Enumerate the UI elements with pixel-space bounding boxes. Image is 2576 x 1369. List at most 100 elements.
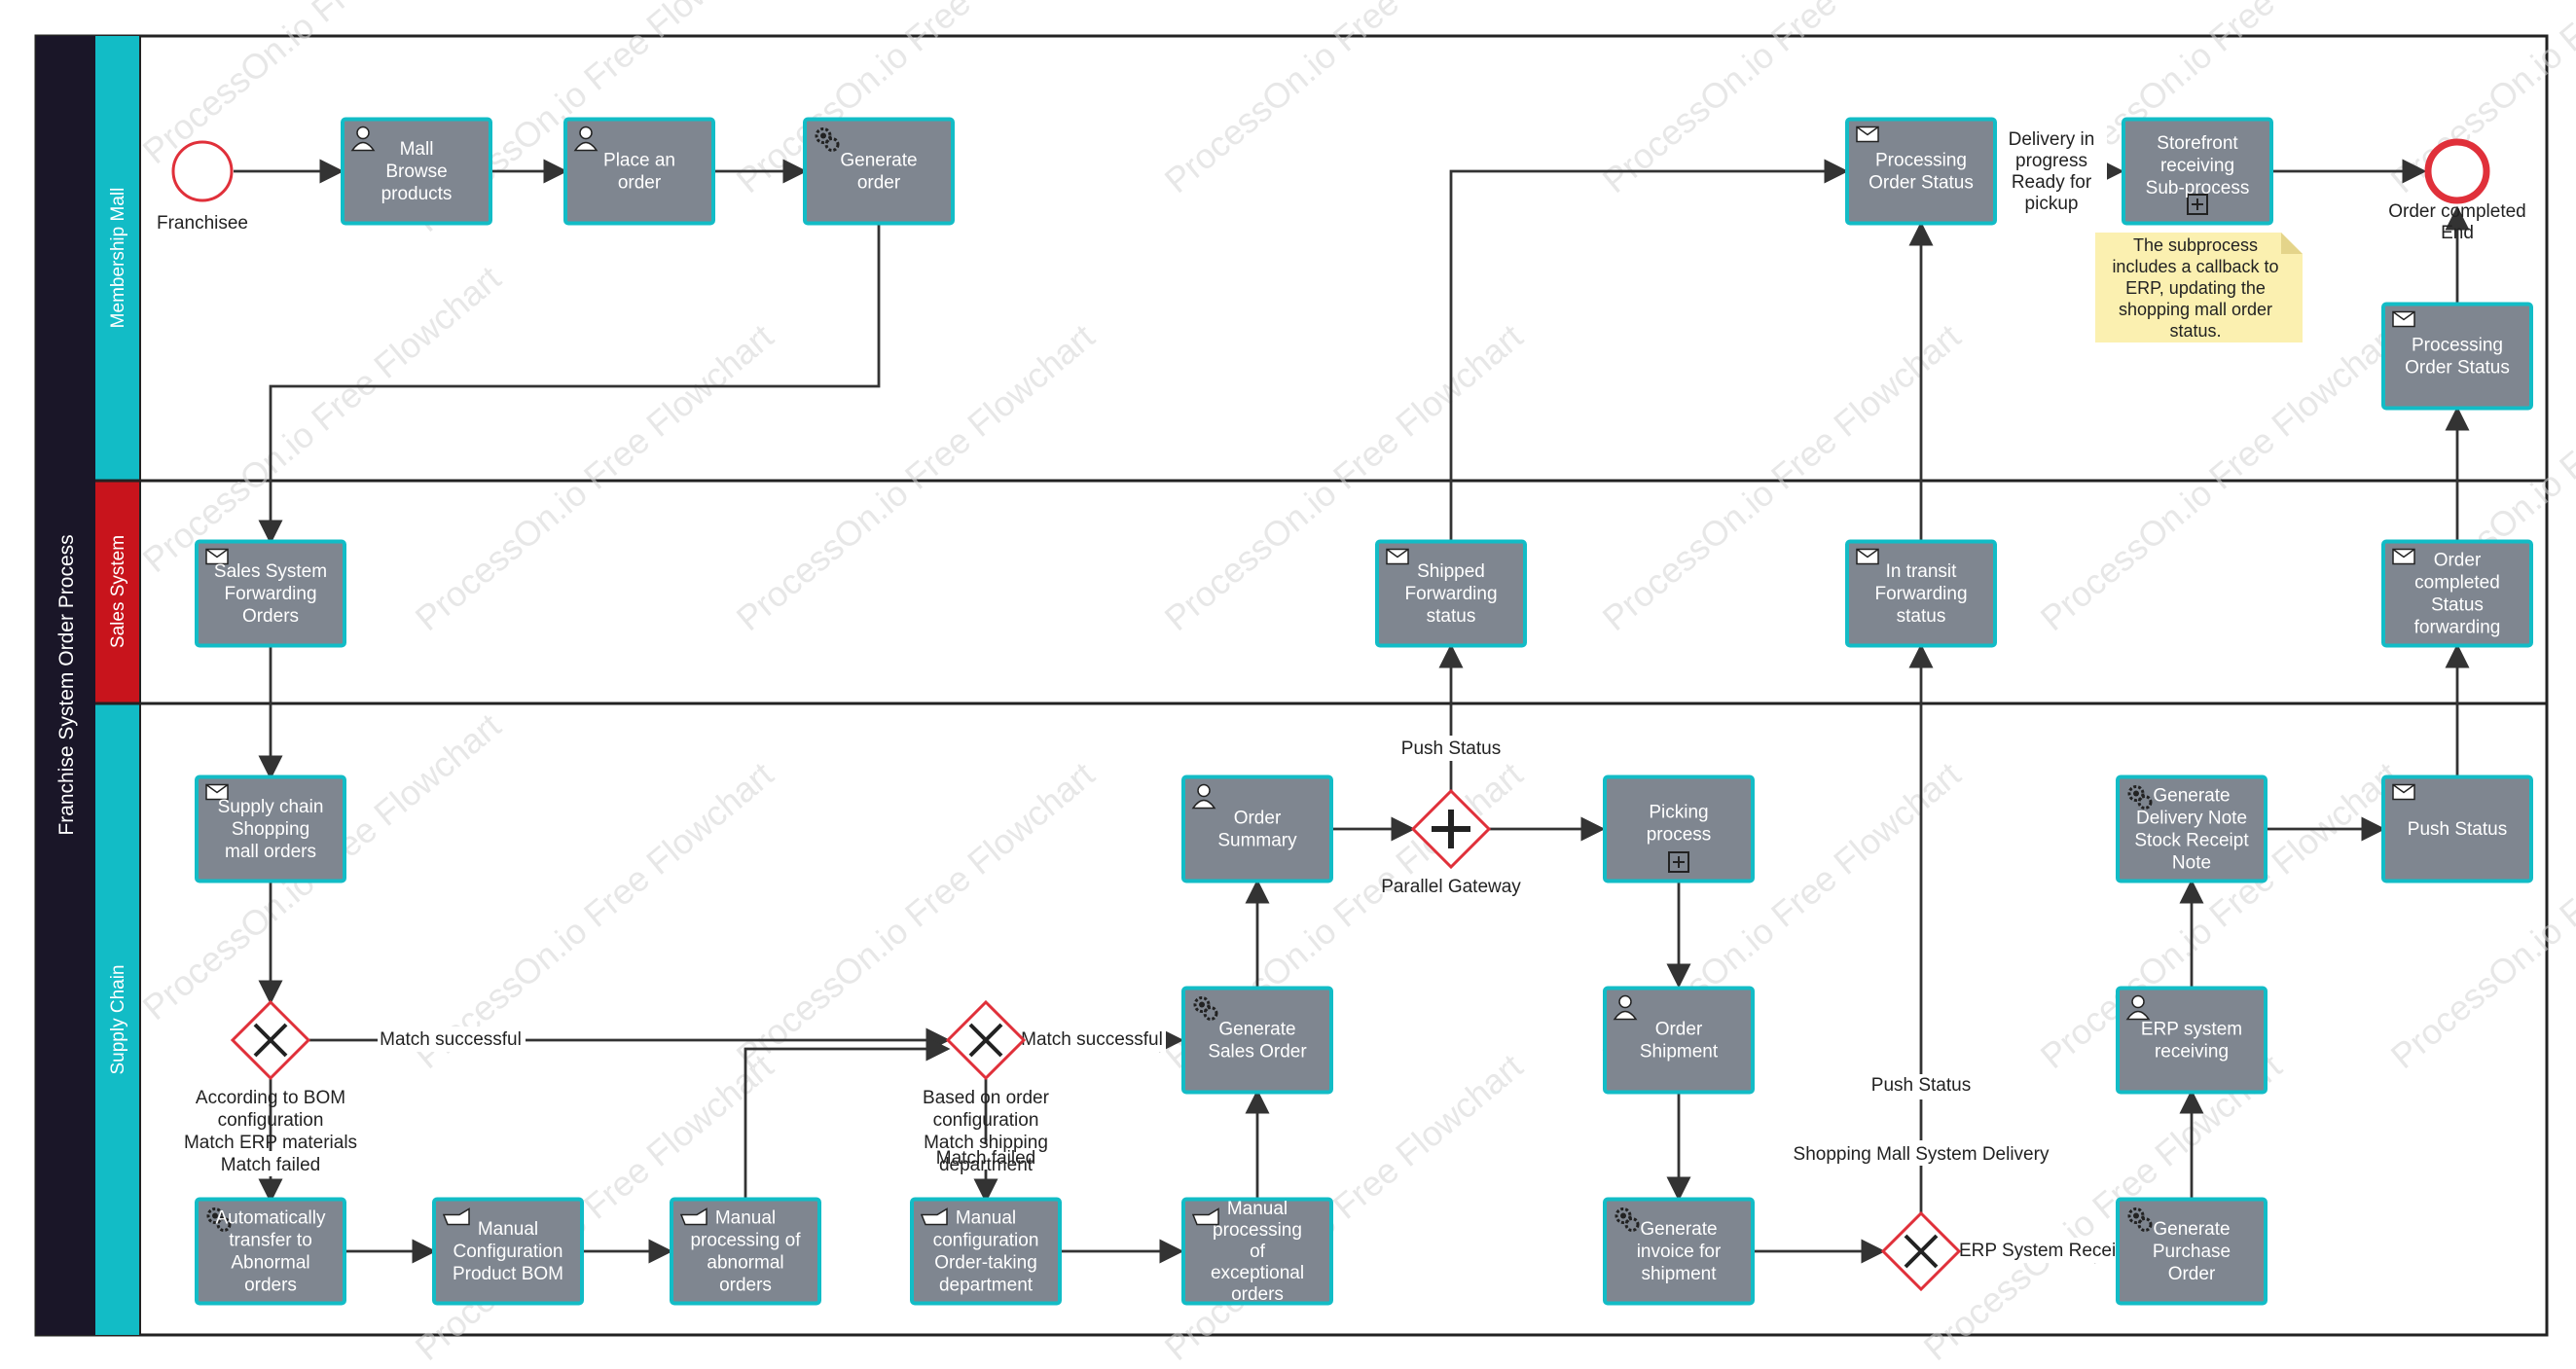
task-pushstatus[interactable]: Push Status	[2381, 775, 2533, 883]
task-label-line: Push Status	[2408, 819, 2507, 840]
label-bg	[1865, 1074, 1979, 1099]
start-event[interactable]	[171, 140, 234, 202]
task-label-line: abnormal	[707, 1253, 783, 1274]
task-box[interactable]	[1181, 775, 1333, 883]
task-box[interactable]	[2122, 117, 2273, 226]
task-label-line: Order	[1655, 1020, 1703, 1040]
task-box[interactable]	[1845, 117, 1997, 226]
task-label-line: Configuration	[453, 1242, 562, 1262]
user-icon	[350, 126, 376, 152]
task-box[interactable]	[2381, 775, 2533, 883]
task-box[interactable]	[341, 117, 492, 226]
task-label-line: orders	[719, 1276, 772, 1296]
task-label-line: orders	[244, 1276, 297, 1296]
task-label-line: ERP system	[2141, 1020, 2242, 1040]
x-icon	[253, 1023, 288, 1058]
delivery-label-line: Delivery in	[2009, 129, 2095, 150]
task-box[interactable]	[195, 1197, 346, 1306]
hand-icon	[1191, 1207, 1219, 1226]
flow-shipped-proc1	[1449, 159, 1849, 542]
task-box[interactable]	[1181, 1197, 1333, 1306]
task-label-line: Manual	[478, 1219, 538, 1240]
task-box[interactable]	[563, 117, 715, 226]
note-shape	[2095, 233, 2303, 342]
task-label-line: Abnormal	[231, 1253, 309, 1274]
task-box[interactable]	[1603, 775, 1755, 883]
task-box[interactable]	[670, 1197, 821, 1306]
task-box[interactable]	[195, 775, 346, 883]
gateway-gw_erp[interactable]	[1880, 1210, 1962, 1292]
task-box[interactable]	[1603, 986, 1755, 1095]
task-label-line: Order	[2168, 1264, 2216, 1284]
label-bg	[1958, 1238, 2116, 1263]
task-box[interactable]	[910, 1197, 1062, 1306]
mall-delivery-label: Shopping Mall System Delivery	[1794, 1144, 2050, 1165]
task-label-line: Order	[1234, 809, 1282, 829]
task-box[interactable]	[2116, 775, 2268, 883]
task-label-line: Generate	[840, 151, 917, 171]
pool-title-bar	[36, 36, 95, 1335]
match-failed-label: Match failed	[936, 1148, 1035, 1169]
task-label-line: Order Status	[1869, 173, 1974, 194]
label-bg	[1787, 1140, 2055, 1166]
match-failed-label: Match failed	[221, 1155, 320, 1175]
task-box[interactable]	[2116, 1197, 2268, 1306]
task-box[interactable]	[1181, 986, 1333, 1095]
gateway-gw_par[interactable]: Parallel Gateway	[1381, 788, 1521, 897]
task-label-line: Shipped	[1417, 561, 1485, 582]
task-box[interactable]	[1375, 539, 1527, 648]
label-bg	[378, 1027, 526, 1052]
task-label-line: status	[1427, 606, 1476, 627]
task-box[interactable]	[195, 539, 346, 648]
task-box[interactable]	[2116, 986, 2268, 1095]
task-box[interactable]	[432, 1197, 584, 1306]
task-box[interactable]	[803, 117, 955, 226]
task-label-line: Processing	[2412, 336, 2503, 356]
task-label-line: Delivery Note	[2136, 809, 2247, 829]
task-box[interactable]	[2381, 302, 2533, 411]
task-label-line: orders	[1231, 1284, 1284, 1305]
task-box[interactable]	[2381, 539, 2533, 648]
task-box[interactable]	[1845, 539, 1997, 648]
push-status-label: Push Status	[1871, 1075, 1971, 1096]
task-box[interactable]	[1603, 1197, 1755, 1306]
task-label-line: Product BOM	[453, 1264, 563, 1284]
end-event[interactable]	[2424, 138, 2490, 204]
task-label-line: of	[1250, 1242, 1266, 1262]
task-label-line: Place an	[603, 151, 675, 171]
end-event-label-line: Order completed	[2388, 201, 2526, 222]
